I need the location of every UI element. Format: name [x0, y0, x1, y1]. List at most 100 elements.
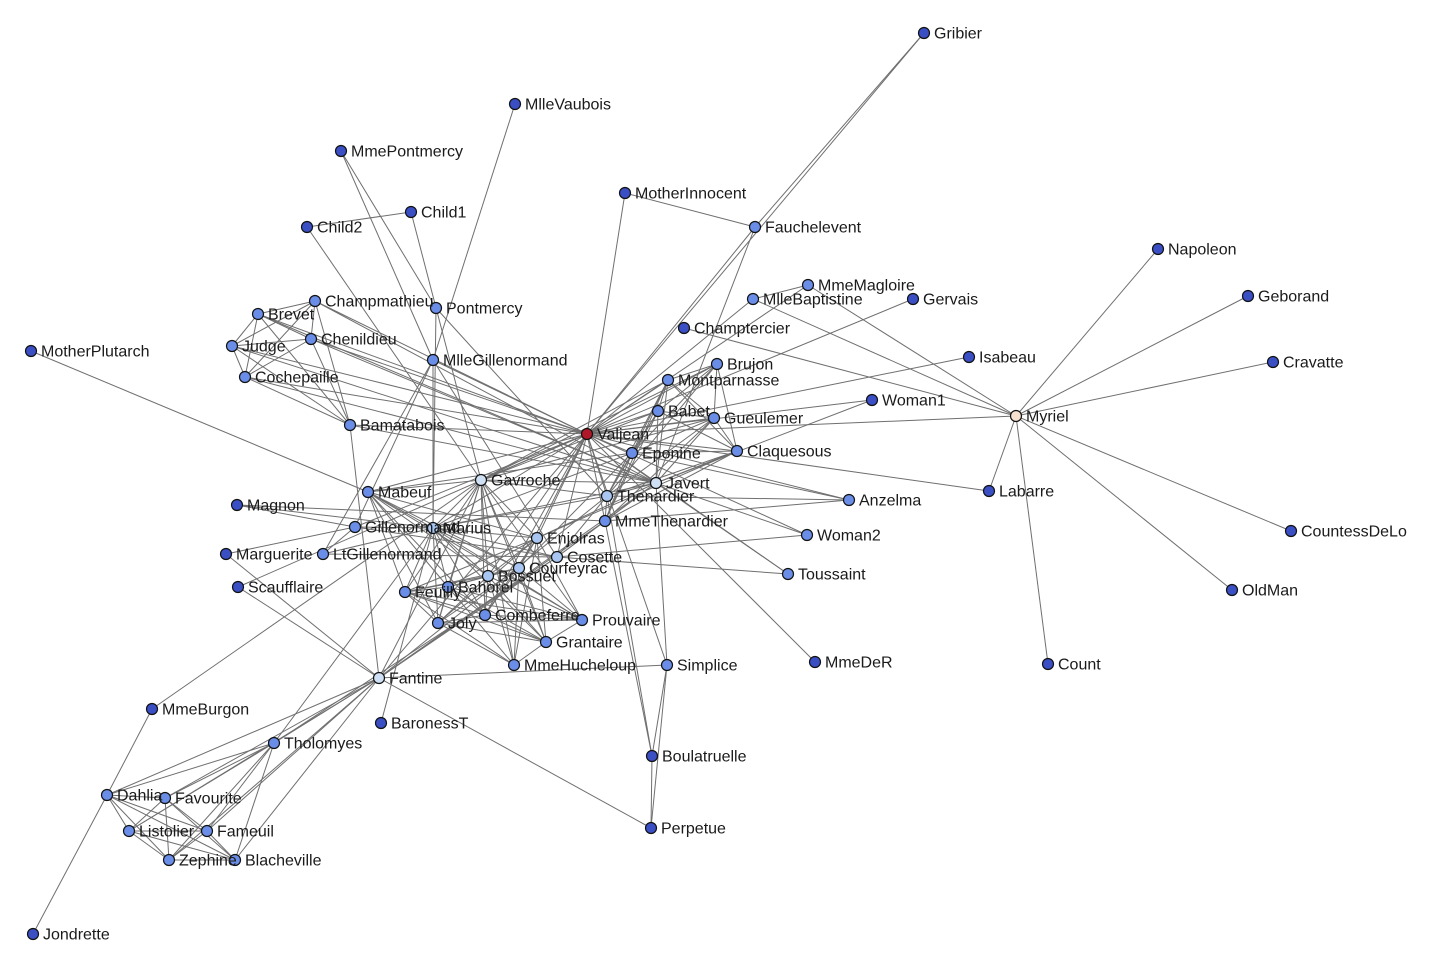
edge-fauchelevent-javert — [655, 226, 756, 484]
edge-myriel-valjean — [586, 415, 1017, 435]
edge-myriel-cravatte — [1015, 361, 1274, 417]
edge-chenildieu-judge — [231, 338, 312, 347]
edge-valjean-anzelma — [586, 433, 850, 501]
edge-favourite-fameuil — [164, 797, 208, 832]
node-countess-de-lo — [1284, 524, 1298, 538]
edge-myriel-old-man — [1015, 415, 1233, 591]
node-mother-innocent — [618, 186, 632, 200]
edge-mabeuf-bahorel — [367, 491, 449, 588]
edge-prouvaire-grantaire — [545, 619, 583, 643]
edge-valjean-bamatabois — [349, 424, 588, 435]
edge-tholomyes-dahlia — [106, 742, 275, 796]
node-label-eponine: Eponine — [642, 446, 701, 463]
edge-gueulemer-montparnasse — [667, 379, 715, 419]
edge-enjolras-mme-hucheloup — [513, 537, 538, 666]
edge-valjean-mlle-gillenormand — [432, 359, 588, 435]
edge-valjean-brujon — [586, 363, 718, 435]
edge-valjean-judge — [231, 345, 588, 435]
node-label-mother-innocent: MotherInnocent — [635, 186, 747, 203]
edge-eponine-brujon — [631, 363, 718, 454]
edge-cosette-thenardier — [556, 495, 608, 558]
edge-javert-babet — [655, 410, 659, 484]
edge-grantaire-mme-hucheloup — [513, 641, 547, 666]
node-tholomyes — [267, 736, 281, 750]
node-label-baroness-t: BaronessT — [391, 716, 469, 733]
edge-javert-toussaint — [655, 482, 789, 575]
edge-cochepaille-bamatabois — [244, 376, 351, 426]
node-fameuil — [200, 824, 214, 838]
node-myriel — [1009, 409, 1023, 423]
edge-babet-brujon — [657, 363, 718, 412]
edge-scaufflaire-fantine — [237, 586, 380, 679]
edge-brevet-cochepaille — [244, 313, 259, 378]
edge-listolier-zephine — [128, 830, 170, 861]
node-label-courfeyrac: Courfeyrac — [529, 561, 607, 578]
edge-fantine-dahlia — [106, 677, 380, 796]
edge-fantine-perpetue — [378, 677, 652, 829]
edge-mlle-gillenormand-lt-gillenormand — [322, 359, 434, 555]
edge-bahorel-grantaire — [447, 586, 547, 643]
node-bamatabois — [343, 418, 357, 432]
edge-javert-gueulemer — [655, 417, 715, 484]
edge-feuilly-prouvaire — [404, 591, 583, 621]
edge-tholomyes-fameuil — [206, 742, 275, 832]
edge-bossuet-bahorel — [447, 575, 489, 588]
edge-marius-feuilly — [404, 527, 434, 593]
node-label-child1: Child1 — [421, 205, 466, 222]
edge-simplice-boulatruelle — [651, 664, 668, 757]
edge-favourite-listolier — [128, 797, 166, 832]
edge-feuilly-grantaire — [404, 591, 547, 643]
node-label-mme-hucheloup: MmeHucheloup — [524, 658, 636, 675]
edge-mme-thenardier-anzelma — [604, 499, 850, 522]
node-label-fauchelevent: Fauchelevent — [765, 220, 862, 237]
edge-thenardier-gueulemer — [606, 417, 715, 497]
node-dahlia — [100, 788, 114, 802]
edge-javert-champmathieu — [314, 300, 657, 484]
node-enjolras — [530, 531, 544, 545]
edge-thenardier-anzelma — [606, 495, 850, 501]
node-napoleon — [1151, 242, 1165, 256]
edge-mlle-baptistine-valjean — [586, 298, 754, 435]
edge-valjean-chenildieu — [310, 338, 588, 435]
node-label-gavroche: Gavroche — [491, 473, 560, 490]
node-zephine — [162, 853, 176, 867]
edge-courfeyrac-prouvaire — [518, 567, 583, 621]
node-label-bossuet: Bossuet — [498, 569, 556, 586]
edge-thenardier-boulatruelle — [606, 495, 653, 757]
node-feuilly — [398, 585, 412, 599]
edge-feuilly-mme-hucheloup — [404, 591, 515, 666]
node-brevet — [251, 307, 265, 321]
edge-chenildieu-bamatabois — [310, 338, 351, 426]
node-label-claquesous: Claquesous — [747, 444, 832, 461]
edge-tholomyes-blacheville — [234, 742, 275, 861]
edge-mme-thenardier-gueulemer — [604, 417, 715, 522]
edge-valjean-fauchelevent — [586, 226, 756, 435]
node-gervais — [906, 292, 920, 306]
edge-cosette-woman2 — [556, 534, 808, 558]
edge-dahlia-favourite — [106, 794, 166, 799]
edge-gavroche-fantine — [378, 479, 482, 679]
node-brujon — [710, 357, 724, 371]
node-label-count: Count — [1058, 657, 1101, 674]
edge-tholomyes-favourite — [164, 742, 275, 799]
edge-enjolras-feuilly — [404, 537, 538, 593]
edge-valjean-woman2 — [586, 433, 808, 536]
edge-thenardier-fantine — [378, 495, 608, 679]
edge-valjean-courfeyrac — [518, 433, 588, 569]
node-label-child2: Child2 — [317, 220, 362, 237]
edge-brevet-chenildieu — [257, 313, 312, 340]
node-gavroche — [474, 473, 488, 487]
node-label-countess-de-lo: CountessDeLo — [1301, 524, 1407, 541]
edge-enjolras-bossuet — [487, 537, 538, 577]
edge-fantine-simplice — [378, 664, 668, 679]
edge-bossuet-joly — [437, 575, 489, 624]
node-label-cosette: Cosette — [567, 550, 622, 567]
edge-mlle-vaubois-mlle-gillenormand — [432, 103, 516, 361]
node-label-mme-thenardier: MmeThenardier — [615, 514, 729, 531]
node-label-gervais: Gervais — [923, 292, 978, 309]
node-simplice — [660, 658, 674, 672]
edge-marius-gavroche — [432, 479, 482, 529]
node-label-fameuil: Fameuil — [217, 824, 274, 841]
node-label-labarre: Labarre — [999, 484, 1054, 501]
node-favourite — [158, 791, 172, 805]
